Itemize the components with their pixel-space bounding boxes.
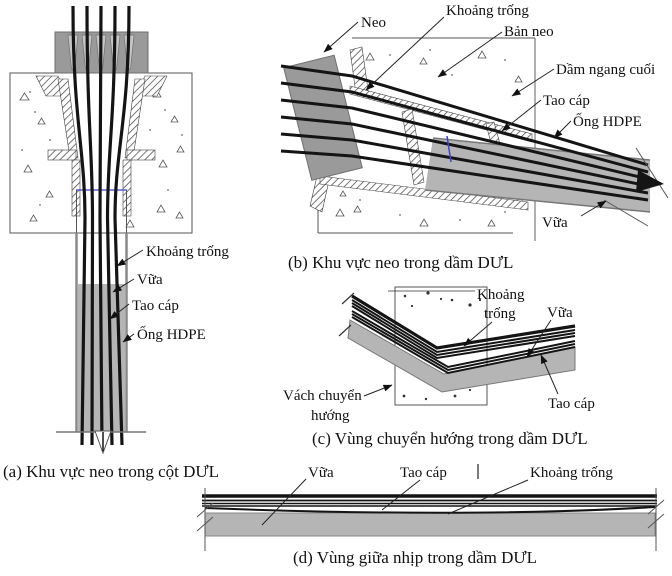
leader-a-ong-hdpe (122, 333, 135, 343)
label-b-dam-ngang-cuoi: Dầm ngang cuối (556, 62, 655, 78)
label-b-ban-neo: Bản neo (504, 24, 554, 40)
label-b-ong-hdpe: Ống HDPE (573, 112, 642, 130)
leader-a-khoang-trong (116, 249, 144, 267)
caption-d: (d) Vùng giữa nhịp trong dầm DƯL (293, 548, 537, 567)
label-b-vua: Vữa (542, 215, 568, 231)
trumpet-duct-a (35, 75, 168, 217)
label-a-vua: Vữa (137, 272, 163, 288)
leader-d-khoang-trong (447, 479, 529, 515)
label-c-vach-l1: Vách chuyển (283, 388, 362, 404)
label-d-khoang-trong: Khoảng trống (530, 465, 613, 481)
leader-c-khoang-trong (463, 321, 493, 347)
tendons-b (280, 64, 649, 202)
grout-d (204, 512, 656, 537)
pipe-bottom-edge-b (424, 189, 651, 213)
leader-b-khoang-trong (365, 16, 445, 91)
pipe-top-edge-b (432, 137, 651, 161)
leader-b-neo (323, 21, 359, 53)
caption-a: (a) Khu vực neo trong cột DƯL (3, 462, 219, 481)
panel-d: Vữa Tao cáp Khoảng trống (d) Vùng giữa n… (196, 464, 665, 567)
label-d-tao-cap: Tao cáp (400, 465, 447, 481)
label-c-vach-l2: hướng (311, 408, 350, 424)
label-b-khoang-trong: Khoảng trống (446, 3, 529, 19)
label-c-khoang-trong-l2: trống (484, 306, 516, 322)
aggregate-dots-c (402, 291, 482, 401)
leader-c-tao-cap (540, 354, 559, 395)
caption-b: (b) Khu vực neo trong dầm DƯL (288, 253, 513, 272)
void-d (330, 505, 612, 514)
panel-a: Khoảng trống Vữa Tao cáp Ống HDPE (a) Kh… (3, 5, 229, 481)
panel-b: Neo Khoảng trống Bản neo Dầm ngang cuối … (280, 3, 669, 272)
label-b-neo: Neo (361, 15, 386, 31)
label-c-tao-cap: Tao cáp (548, 396, 595, 412)
panel-c: Khoảng trống Vữa Tao cáp Vách chuyển hướ… (283, 286, 595, 448)
caption-c: (c) Vùng chuyển hướng trong dầm DƯL (312, 429, 588, 448)
leader-d-vua (261, 478, 307, 526)
aggregate-speckles-a (19, 89, 185, 228)
leader-c-vach (363, 384, 393, 397)
break-mark-d-right (647, 488, 665, 551)
leader-a-vua (112, 278, 135, 293)
leader-b-ban-neo (437, 31, 503, 78)
label-a-tao-cap: Tao cáp (132, 298, 179, 314)
leader-a-tao-cap (109, 303, 130, 320)
leader-b-tao-cap (501, 99, 542, 132)
leader-c-vua (526, 319, 552, 358)
aggregate-dots-b (359, 49, 506, 221)
leader-d-tao-cap (381, 479, 421, 511)
label-c-khoang-trong-l1: Khoảng (477, 287, 525, 303)
break-mark-c (338, 292, 355, 337)
leader-b-vua (580, 200, 607, 217)
label-a-khoang-trong: Khoảng trống (146, 244, 229, 260)
section-mark-b (446, 135, 452, 163)
grout-c (347, 319, 576, 393)
leader-b-ong-hdpe (553, 120, 572, 139)
label-b-tao-cap: Tao cáp (543, 93, 590, 109)
label-a-ong-hdpe: Ống HDPE (137, 325, 206, 343)
aggregate-dots-a (21, 91, 183, 206)
tendons-a (71, 5, 131, 446)
leader-b-dam-ngang-cuoi (511, 68, 555, 97)
break-mark-d-left (196, 488, 214, 551)
break-mark-b (603, 147, 669, 227)
label-d-vua: Vữa (308, 465, 334, 481)
label-c-vua: Vữa (547, 305, 573, 321)
